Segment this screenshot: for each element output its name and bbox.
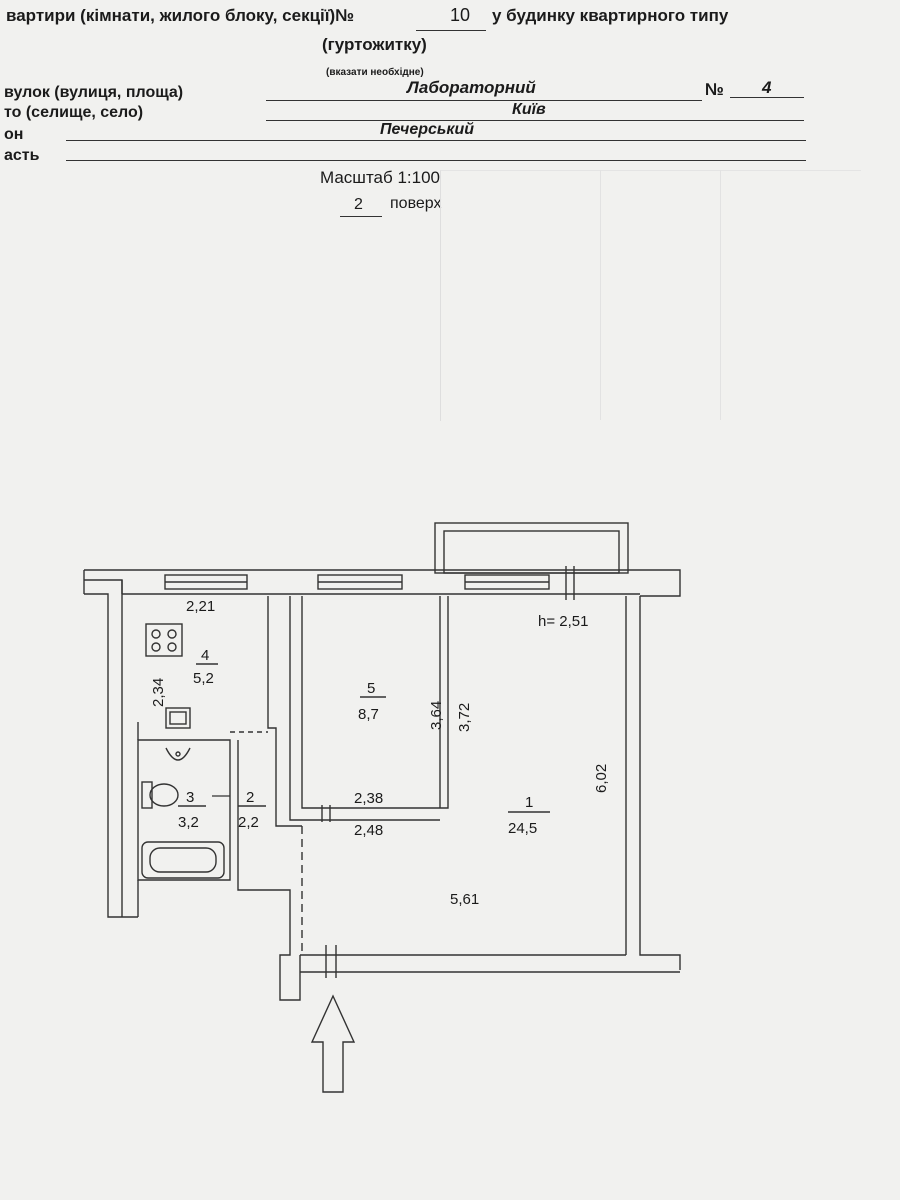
wall-left-outer [84,579,123,917]
apartment-number: 10 [450,5,471,25]
street-label: вулок (вулиця, площа) [4,84,184,101]
header-note: (вказати необхідне) [326,67,424,78]
header-title-line2: (гуртожитку) [322,35,427,54]
city-underline [266,120,804,121]
region-underline [66,160,806,161]
kitchen-sink-basin [169,711,187,725]
bleed-through-column [720,170,721,420]
stove-icon [145,623,183,657]
region-label: асть [4,147,40,164]
street-underline [266,100,702,101]
city-value: Київ [512,101,546,118]
burner-icon [151,642,161,652]
bathtub-inner [149,847,217,873]
balcony-inner [443,530,620,574]
house-number-underline [730,97,804,98]
room-area: 24,5 [508,820,537,837]
room-number: 1 [525,794,533,811]
district-value: Печерський [380,121,475,138]
burner-icon [167,629,177,639]
toilet-icon [149,783,179,807]
dim-kitchen-width: 2,21 [186,598,215,615]
bleed-through-column [600,170,601,420]
ceiling-height: h= 2,51 [538,613,588,630]
wall-bathroom [137,739,231,881]
dim-room1-length: 6,02 [593,764,610,793]
wall-kitchen-right [267,596,302,827]
floor-label: поверх [390,195,442,212]
room-area: 8,7 [358,706,379,723]
room-area: 5,2 [193,670,214,687]
dim-room1-mid-width: 2,48 [354,822,383,839]
wall-room5-outer [289,596,440,821]
scale-label: Масштаб 1:100 [320,168,440,187]
room-area: 3,2 [178,814,199,831]
room-number: 3 [186,789,194,806]
wall-corridor [237,740,301,1001]
washbasin-icon [165,747,191,761]
burner-icon [151,629,161,639]
header-title-left: вартири (кімнати, жилого блоку, секції)№ [6,6,355,25]
washbasin-drain [175,751,181,757]
room-number: 5 [367,680,375,697]
bleed-through-table [440,170,861,421]
district-label: он [4,126,24,143]
house-number-label: № [705,80,724,99]
wall-right-outer [639,596,681,970]
dim-room5-height: 3,64 [428,701,445,730]
dim-kitchen-length: 2,34 [150,678,167,707]
city-label: то (селище, село) [4,104,144,121]
header-title-right: у будинку квартирного типу [492,6,729,25]
dim-room1-width: 5,61 [450,891,479,908]
house-number-value: 4 [762,78,772,97]
burner-icon [167,642,177,652]
wall-left-inner [84,593,138,918]
dim-room5-width: 2,38 [354,790,383,807]
street-value: Лабораторний [407,78,536,97]
floor-value: 2 [354,196,363,213]
district-underline [66,140,806,141]
toilet-tank-icon [141,781,153,809]
apartment-number-underline [416,30,486,31]
wall-top-outer [84,569,681,597]
kitchen-sink-icon [165,707,191,729]
floor-underline [340,216,382,217]
room-number: 2 [246,789,254,806]
entrance-arrow-icon [310,994,356,1093]
wall-room5 [301,596,449,809]
dim-room1-side: 3,72 [456,703,473,732]
room-number: 4 [201,647,209,664]
room-area: 2,2 [238,814,259,831]
bathtub-icon [141,841,225,879]
